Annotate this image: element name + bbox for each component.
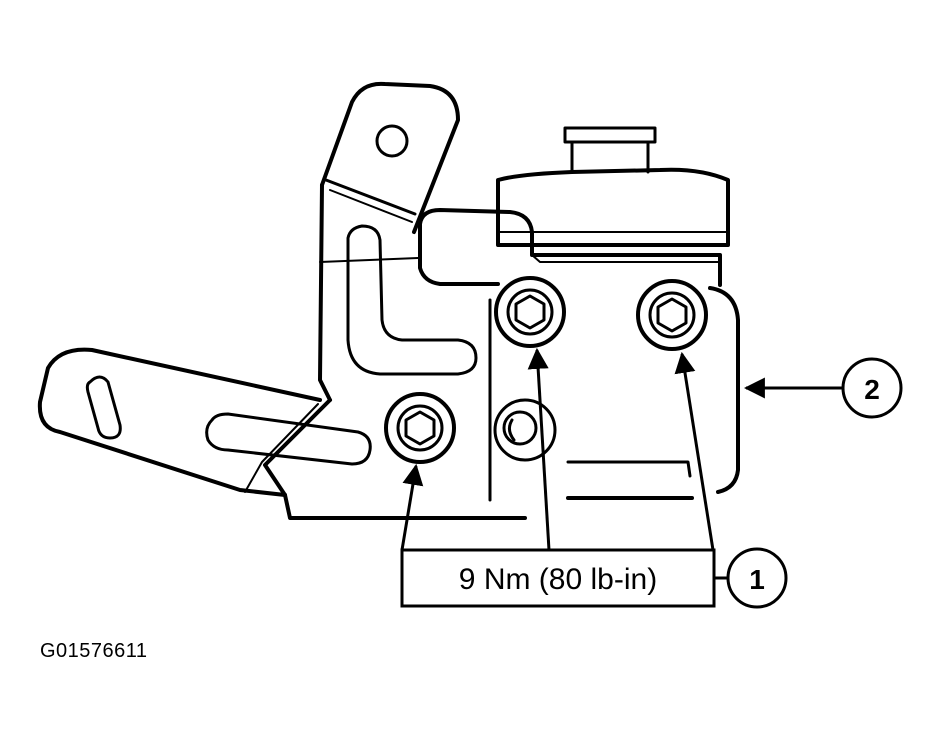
torque-label-box: 9 Nm (80 lb-in) bbox=[400, 548, 716, 608]
torque-label: 9 Nm (80 lb-in) bbox=[459, 563, 657, 596]
bracket-plate bbox=[263, 183, 527, 520]
bolt-upper-left bbox=[494, 276, 566, 348]
leader-arrow-bolt-lower bbox=[400, 463, 424, 551]
callout-1-number: 1 bbox=[749, 564, 765, 595]
reservoir-cap bbox=[496, 126, 730, 247]
callout-2-number: 2 bbox=[864, 374, 880, 405]
fluid-tube bbox=[205, 224, 478, 466]
unit-housing bbox=[418, 208, 740, 502]
torque-leaders bbox=[400, 347, 715, 551]
callout-1: 1 bbox=[714, 547, 788, 609]
bolt-upper-right bbox=[636, 279, 708, 351]
fitting-port bbox=[493, 398, 557, 462]
callout-2: 2 bbox=[743, 357, 903, 419]
bolt-lower-left bbox=[384, 392, 456, 464]
upper-bracket-arm bbox=[320, 81, 460, 234]
bracket-hole-upper bbox=[375, 124, 409, 158]
figure-id: G01576611 bbox=[40, 640, 148, 662]
leader-arrow-bolt-upper-right bbox=[674, 351, 715, 551]
bracket-slot bbox=[85, 375, 122, 440]
leader-arrow-bolt-upper-left bbox=[527, 347, 551, 551]
